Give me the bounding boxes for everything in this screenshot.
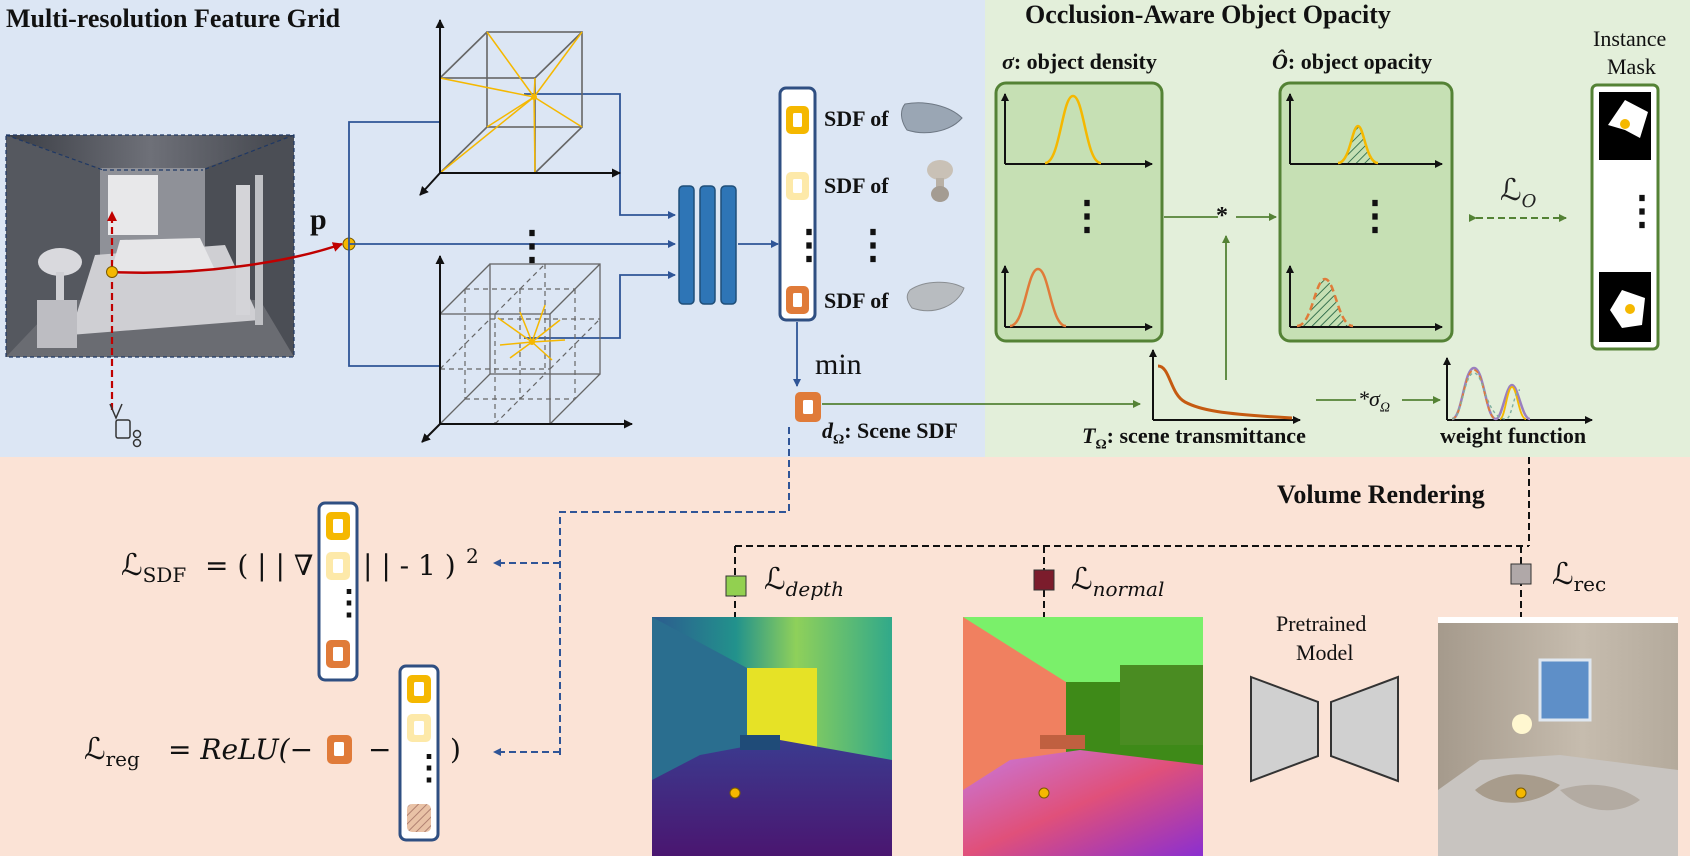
- times-sigma-label: *σΩ: [1358, 388, 1390, 415]
- depth-loss-symbol: ℒ: [764, 562, 786, 597]
- rgb-sample-point: [1515, 787, 1527, 799]
- opacity-symbol: Ô: [1272, 49, 1288, 74]
- coarse-grid-cube: [419, 19, 621, 196]
- reg-loss-close: ): [450, 733, 461, 766]
- loss-o-label: ℒO: [1500, 176, 1536, 211]
- vdots-reg: ⋮: [412, 750, 446, 787]
- depth-loss-marker: [725, 575, 747, 597]
- rec-loss-symbol: ℒ: [1552, 557, 1574, 592]
- opacity-text: : object opacity: [1287, 49, 1433, 74]
- sdf-label-1: SDF of: [824, 106, 889, 131]
- depth-sample-point: [729, 787, 741, 799]
- vdots-sdf-column: ⋮: [789, 222, 829, 267]
- loss-o-sub: O: [1521, 191, 1537, 212]
- reg-loss-lhs: ℒreg: [84, 732, 140, 771]
- transmittance-label: TΩ: scene transmittance: [1082, 425, 1306, 452]
- normal-loss-sub: normal: [1092, 577, 1165, 601]
- normal-loss-symbol: ℒ: [1071, 562, 1093, 597]
- depth-loss-sub: depth: [785, 577, 844, 601]
- object-sdf-column: [778, 86, 817, 322]
- scene-sdf-label: dΩ: Scene SDF: [822, 420, 958, 447]
- sdf-label-3: SDF of: [824, 288, 889, 313]
- transmittance-sub: Ω: [1095, 437, 1107, 453]
- times-sigma-text: *σ: [1358, 386, 1380, 411]
- instance-mask-label-1: Instance: [1593, 26, 1667, 51]
- reg-sdf-column: [398, 664, 440, 842]
- weight-function-plot: [1443, 357, 1593, 424]
- reg-scene-sdf-icon: [327, 735, 352, 764]
- normal-sample-point: [1038, 787, 1050, 799]
- reg-loss-eq-left: = ReLU(−: [168, 733, 314, 766]
- sample-point-in-image: [106, 266, 118, 278]
- normal-loss-label: ℒnormal: [1071, 562, 1165, 601]
- object-opacity-panel: [1278, 81, 1454, 343]
- vdots-grid: ⋮: [512, 223, 552, 268]
- scene-sdf-symbol: d: [822, 418, 833, 443]
- transmittance-symbol: T: [1082, 423, 1096, 448]
- grid-branch-arrows: [348, 93, 779, 367]
- ray-to-point: [111, 242, 343, 274]
- pretrained-model-icon: [1250, 675, 1399, 783]
- mlp-decoder: [678, 185, 737, 305]
- scene-sdf-sub: Ω: [833, 432, 845, 448]
- instance-mask-label-2: Mask: [1607, 54, 1656, 79]
- reg-loss-symbol: ℒ: [84, 732, 106, 767]
- sdf-loss-lhs: ℒSDF: [121, 548, 187, 587]
- vdots-density: ⋮: [1067, 193, 1107, 238]
- opacity-title: Occlusion-Aware Object Opacity: [1025, 0, 1391, 29]
- transmittance-text: : scene transmittance: [1106, 423, 1306, 448]
- instance-mask-panel: [1590, 83, 1660, 351]
- pretrained-model-label-2: Model: [1296, 640, 1354, 665]
- sdf-loss-eq-right: | | - 1 ): [363, 549, 456, 582]
- rec-loss-sub: rec: [1573, 572, 1607, 596]
- sdf-loss-symbol: ℒ: [121, 548, 143, 583]
- loss-o-symbol: ℒ: [1500, 173, 1522, 208]
- weight-function-label: weight function: [1440, 423, 1587, 448]
- opacity-label: Ô: object opacity: [1272, 51, 1432, 73]
- object-thumbnails: [901, 102, 965, 312]
- sdf-loss-eq-left: = ( | | ∇: [205, 549, 314, 582]
- eikonal-sdf-column: [317, 501, 359, 682]
- fine-grid-cube: [421, 255, 633, 443]
- vdots-mask: ⋮: [1622, 188, 1662, 233]
- density-symbol: σ: [1002, 49, 1014, 74]
- object-density-panel: [994, 81, 1164, 343]
- density-label: σ: object density: [1002, 51, 1157, 73]
- transmittance-plot: [1149, 349, 1301, 424]
- point-label: p: [310, 203, 327, 236]
- depth-loss-label: ℒdepth: [764, 562, 844, 601]
- rec-loss-marker: [1510, 563, 1532, 585]
- vdots-opacity: ⋮: [1355, 193, 1395, 238]
- pretrained-model-label-1: Pretrained: [1276, 611, 1367, 636]
- scene-sdf-icon: [795, 392, 821, 422]
- reg-loss-sub: reg: [105, 747, 140, 771]
- reg-loss-minus: −: [368, 733, 392, 766]
- sdf-loss-connectors: [493, 427, 790, 756]
- sdf-loss-sub: SDF: [142, 563, 187, 587]
- input-scene-image: [6, 135, 294, 357]
- vdots-sdf-labels: ⋮: [853, 222, 893, 267]
- depth-map-image: [652, 617, 892, 856]
- camera-icon: [109, 403, 142, 448]
- vdots-eikonal: ⋮: [332, 585, 366, 622]
- times-sigma-sub: Ω: [1379, 400, 1390, 416]
- product-symbol: *: [1216, 203, 1228, 229]
- feature-grid-title: Multi-resolution Feature Grid: [6, 4, 341, 33]
- rgb-reconstruction-image: [1438, 617, 1678, 856]
- sdf-label-2: SDF of: [824, 173, 889, 198]
- sdf-loss-exponent: 2: [466, 544, 479, 568]
- volume-rendering-title: Volume Rendering: [1277, 480, 1485, 509]
- density-text: : object density: [1013, 49, 1157, 74]
- min-label: min: [815, 348, 862, 381]
- camera-frustum: [5, 134, 295, 358]
- scene-sdf-text: : Scene SDF: [844, 418, 958, 443]
- rec-loss-label: ℒrec: [1552, 557, 1607, 596]
- normal-map-image: [963, 617, 1203, 856]
- normal-loss-marker: [1033, 569, 1055, 591]
